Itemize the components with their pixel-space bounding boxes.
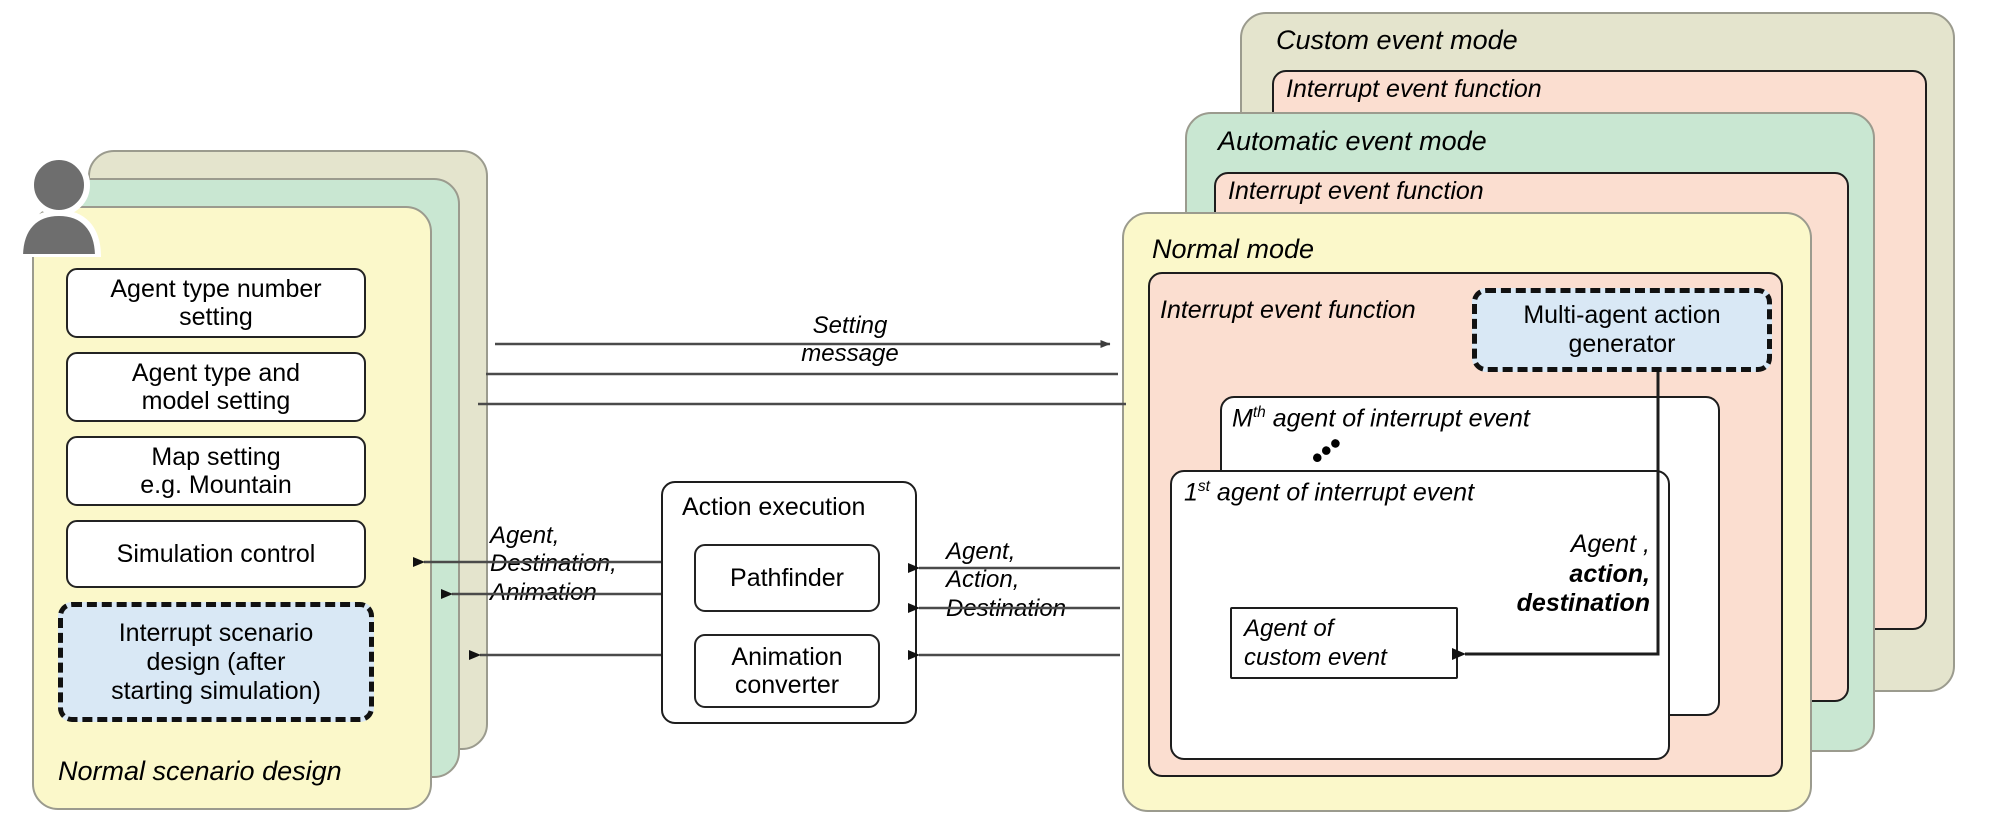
first-agent-superscript: st [1197,478,1210,495]
multi-agent-generator-line2: generator [1568,330,1676,358]
mth-agent-of-interrupt-event-label: Mth agent of interrupt event [1232,404,1530,433]
list-item-map-setting[interactable]: Map setting e.g. Mountain [66,436,366,506]
inner-label-line2: action, [1569,559,1650,588]
panel-custom-event-mode-title: Custom event mode [1276,25,1518,55]
multi-agent-action-generator-label: Multi-agent action generator [1523,301,1720,359]
agent-action-destination-label: Agent , action, destination [1460,530,1650,619]
pathfinder-label: Pathfinder [730,563,844,592]
setting-message-label: Setting message [740,312,960,369]
item1-line1: Agent type and [131,359,301,387]
simulation-control-label: Simulation control [116,539,316,568]
interrupt-scenario-design[interactable]: Interrupt scenario design (after startin… [58,602,374,722]
map-setting-label: Map setting e.g. Mountain [140,443,292,499]
agent-of-custom-event-line2: custom event [1244,644,1387,671]
setting-message-line1: Setting [812,312,888,339]
mth-agent-superscript: th [1252,404,1266,421]
item0-line1: Agent type number [110,275,322,303]
list-item-agent-type-and-model-setting[interactable]: Agent type and model setting [66,352,366,422]
automatic-mode-interrupt-event-function-label: Interrupt event function [1228,177,1484,205]
mth-agent-suffix: agent of interrupt event [1265,404,1530,433]
user-avatar-icon [16,154,102,260]
first-agent-suffix: agent of interrupt event [1209,478,1475,507]
agent-type-and-model-setting-label: Agent type and model setting [132,359,300,415]
left-out-line1: Agent, [490,522,560,549]
panel-normal-mode-title: Normal mode [1152,234,1315,264]
panel-automatic-event-mode-title: Automatic event mode [1218,126,1487,156]
highlight-line2: design (after [146,647,286,676]
item1-line2: model setting [141,387,291,415]
agent-destination-animation-label: Agent, Destination, Animation [490,522,670,607]
setting-message-line2: message [801,340,899,368]
agent-of-custom-event[interactable]: Agent of custom event [1230,607,1458,679]
highlight-line3: starting simulation) [111,676,321,705]
inner-label-line1: Agent , [1570,530,1650,558]
right-in-line3: Destination [946,594,1067,622]
left-out-line2: Destination, [490,550,617,578]
inner-label-line3: destination [1516,589,1650,617]
highlight-line1: Interrupt scenario [118,618,314,647]
multi-agent-action-generator[interactable]: Multi-agent action generator [1472,288,1772,372]
agent-action-destination-incoming-label: Agent, Action, Destination [946,538,1146,623]
multi-agent-generator-line1: Multi-agent action [1523,301,1721,329]
left-out-line3: Animation [490,578,597,606]
animation-converter-box[interactable]: Animation converter [694,634,880,708]
agent-type-number-setting-label: Agent type number setting [110,275,321,331]
animation-converter-line1: Animation [731,643,843,671]
item0-line2: setting [179,303,253,331]
panel-normal-scenario-design-title: Normal scenario design [58,756,342,786]
first-agent-prefix: 1 [1184,478,1198,507]
normal-mode-interrupt-event-function-label: Interrupt event function [1160,296,1416,324]
interrupt-scenario-design-label: Interrupt scenario design (after startin… [111,619,321,706]
custom-mode-interrupt-event-function-label: Interrupt event function [1286,75,1542,103]
mth-agent-prefix: M [1232,404,1253,433]
list-item-simulation-control[interactable]: Simulation control [66,520,366,588]
right-in-line2: Action, [946,566,1020,594]
agent-of-custom-event-line1: Agent of [1244,614,1334,642]
action-execution-title: Action execution [682,493,866,521]
first-agent-of-interrupt-event-label: 1st agent of interrupt event [1184,478,1474,507]
animation-converter-label: Animation converter [731,643,842,699]
pathfinder-box[interactable]: Pathfinder [694,544,880,612]
item2-line2: e.g. Mountain [140,471,292,499]
list-item-agent-type-number-setting[interactable]: Agent type number setting [66,268,366,338]
right-in-line1: Agent, [946,538,1016,565]
item2-line1: Map setting [151,443,281,471]
animation-converter-line2: converter [734,671,840,699]
